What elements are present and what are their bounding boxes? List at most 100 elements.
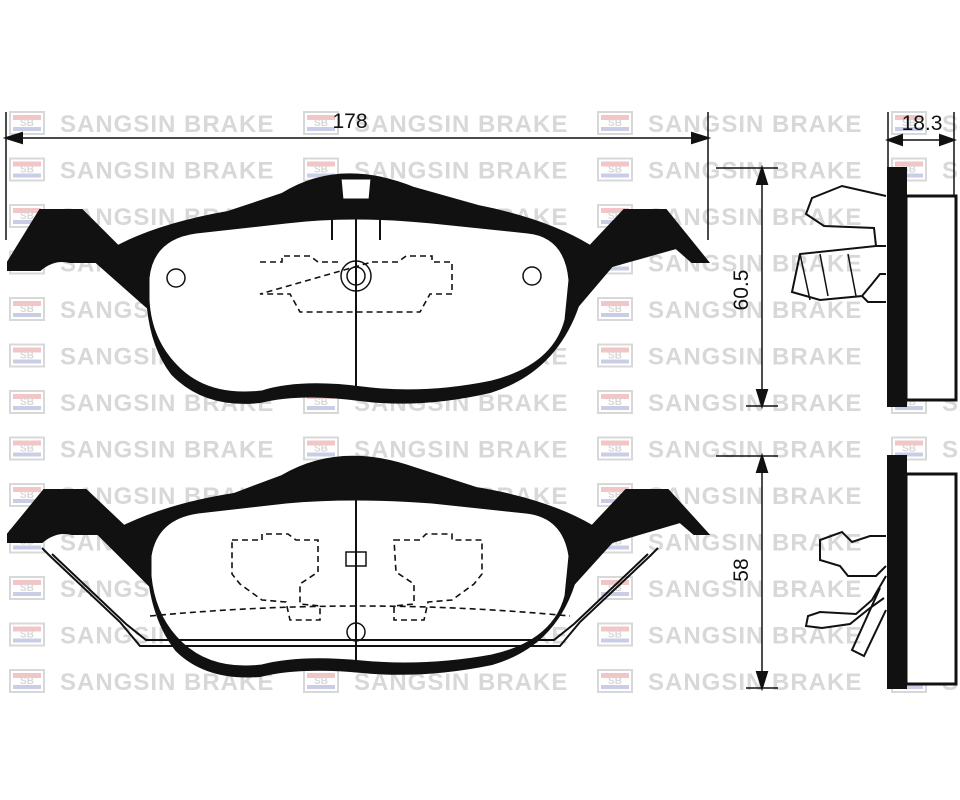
bottom-pad-spring-wire	[41, 547, 659, 647]
watermark-tile: SB SANGSIN BRAKE	[303, 111, 568, 138]
watermark-brand-text: SANGSIN BRAKE	[942, 158, 960, 185]
watermark-brand-text: SANGSIN BRAKE	[648, 483, 862, 510]
dim-thick-arrow-right	[939, 133, 957, 147]
watermark-logo-letters: SB	[20, 583, 34, 594]
watermark-logo-letters: SB	[608, 676, 622, 687]
watermark-tile: SB SANGSIN BRAKE	[9, 436, 274, 464]
bottom-pad-side-view	[804, 455, 958, 689]
dim-thickness-label: 18.3	[902, 112, 943, 135]
watermark-brand-text: SANGSIN BRAKE	[648, 158, 862, 185]
watermark-brand-text: SANGSIN BRAKE	[648, 669, 862, 696]
watermark-tile: SB SANGSIN BRAKE	[597, 111, 862, 138]
dim-h1-arrow-top	[755, 164, 769, 185]
watermark-logo-letters: SB	[20, 676, 34, 687]
watermark-brand-text: SANGSIN BRAKE	[648, 111, 862, 138]
watermark-logo-letters: SB	[902, 444, 916, 455]
top-pad-friction-material	[146, 216, 572, 395]
watermark-logo-letters: SB	[608, 630, 622, 641]
dimension-thickness: 18.3	[885, 112, 957, 196]
watermark-logo-letters: SB	[314, 444, 328, 455]
bottom-pad-spring-wire-inner	[51, 553, 649, 641]
watermark-logo-letters: SB	[20, 304, 34, 315]
watermark-logo-letters: SB	[20, 211, 34, 222]
top-pad-side-clip	[790, 184, 887, 303]
watermark-brand-text: SANGSIN BRAKE	[942, 437, 960, 464]
top-pad-front-view	[7, 173, 711, 404]
watermark-logo-letters: SB	[20, 351, 34, 362]
dim-width-arrow-right	[691, 131, 712, 145]
dimension-width: 178	[2, 110, 712, 240]
watermark-brand-text: SANGSIN BRAKE	[648, 390, 862, 417]
watermark-tile: SB SANGSIN BRAKE	[597, 483, 862, 510]
top-pad-right-hole	[522, 266, 542, 286]
watermark-logo-letters: SB	[608, 397, 622, 408]
watermark-brand-text: SANGSIN BRAKE	[648, 297, 862, 324]
watermark-logo-letters: SB	[608, 118, 622, 129]
watermark-logo-letters: SB	[902, 397, 916, 408]
watermark-logo-letters: SB	[608, 444, 622, 455]
top-pad-side-friction	[904, 194, 958, 402]
watermark-tile: SB SANGSIN BRAKE	[597, 669, 862, 696]
watermark-logo-letters: SB	[608, 351, 622, 362]
watermark-logo-letters: SB	[608, 165, 622, 176]
watermark-brand-text: SANGSIN BRAKE	[354, 111, 568, 138]
bottom-pad-friction-material	[148, 497, 572, 669]
watermark-logo-letters: SB	[314, 397, 328, 408]
top-pad-center-rivet	[340, 260, 372, 292]
dim-height-top-label: 60.5	[730, 270, 753, 311]
bottom-pad-side-friction	[904, 472, 958, 686]
watermark-logo-letters: SB	[20, 490, 34, 501]
dim-width-arrow-left	[2, 131, 23, 145]
top-pad-notch-guides	[331, 199, 381, 240]
bottom-pad-center-tab	[345, 551, 367, 567]
watermark-tile: SB SANGSIN BRAKE	[597, 343, 862, 371]
watermark-logo-letters: SB	[608, 211, 622, 222]
bottom-pad-hidden-clip-right	[393, 533, 483, 621]
watermark-tile: SB SANGSIN BRAKE	[597, 297, 862, 324]
dimension-height-top: 60.5	[716, 164, 778, 410]
watermark-brand-text: SANGSIN BRAKE	[60, 158, 274, 185]
watermark-logo-letters: SB	[20, 118, 34, 129]
watermark-brand-text: SANGSIN BRAKE	[354, 437, 568, 464]
watermark-logo-letters: SB	[20, 397, 34, 408]
watermark-tile: SB SANGSIN BRAKE	[9, 157, 274, 185]
dim-h2-arrow-top	[755, 452, 769, 473]
watermark-tile: SB SANGSIN BRAKE	[891, 436, 960, 464]
bottom-pad-side-backing	[887, 455, 907, 689]
watermark-tile: SB SANGSIN BRAKE	[891, 111, 960, 138]
watermark-tile: SB SANGSIN BRAKE	[597, 390, 862, 417]
watermark-logo-letters: SB	[608, 490, 622, 501]
watermark-tile: SB SANGSIN BRAKE	[303, 436, 568, 464]
watermark-logo-letters: SB	[20, 165, 34, 176]
top-pad-notch	[338, 176, 374, 202]
bottom-pad-hidden-clip-left	[231, 533, 321, 621]
watermark-logo-letters: SB	[902, 165, 916, 176]
dim-h2-arrow-bottom	[755, 671, 769, 692]
dimension-height-bottom: 58	[716, 452, 778, 692]
bottom-pad-hidden-wear-line	[149, 605, 571, 617]
watermark-tile: SB SANGSIN BRAKE	[597, 157, 862, 185]
top-pad-side-view	[790, 167, 958, 407]
watermark-brand-text: SANGSIN BRAKE	[648, 344, 862, 371]
watermark-logo-letters: SB	[20, 444, 34, 455]
dim-height-bottom-label: 58	[730, 558, 753, 581]
watermark-logo-letters: SB	[314, 676, 328, 687]
top-pad-side-clip-body	[799, 253, 857, 301]
bottom-pad-side-clip	[804, 530, 887, 658]
top-pad-left-hole	[166, 268, 186, 288]
watermark-logo-letters: SB	[314, 118, 328, 129]
dim-h1-arrow-bottom	[755, 389, 769, 410]
watermark-logo-letters: SB	[314, 165, 328, 176]
watermark-brand-text: SANGSIN BRAKE	[942, 111, 960, 138]
top-pad-side-backing	[887, 167, 907, 407]
watermark-logo-letters: SB	[608, 304, 622, 315]
dim-thick-arrow-left	[885, 133, 903, 147]
watermark-brand-text: SANGSIN BRAKE	[60, 437, 274, 464]
watermark-logo-letters: SB	[902, 118, 916, 129]
dim-width-label: 178	[332, 110, 367, 133]
